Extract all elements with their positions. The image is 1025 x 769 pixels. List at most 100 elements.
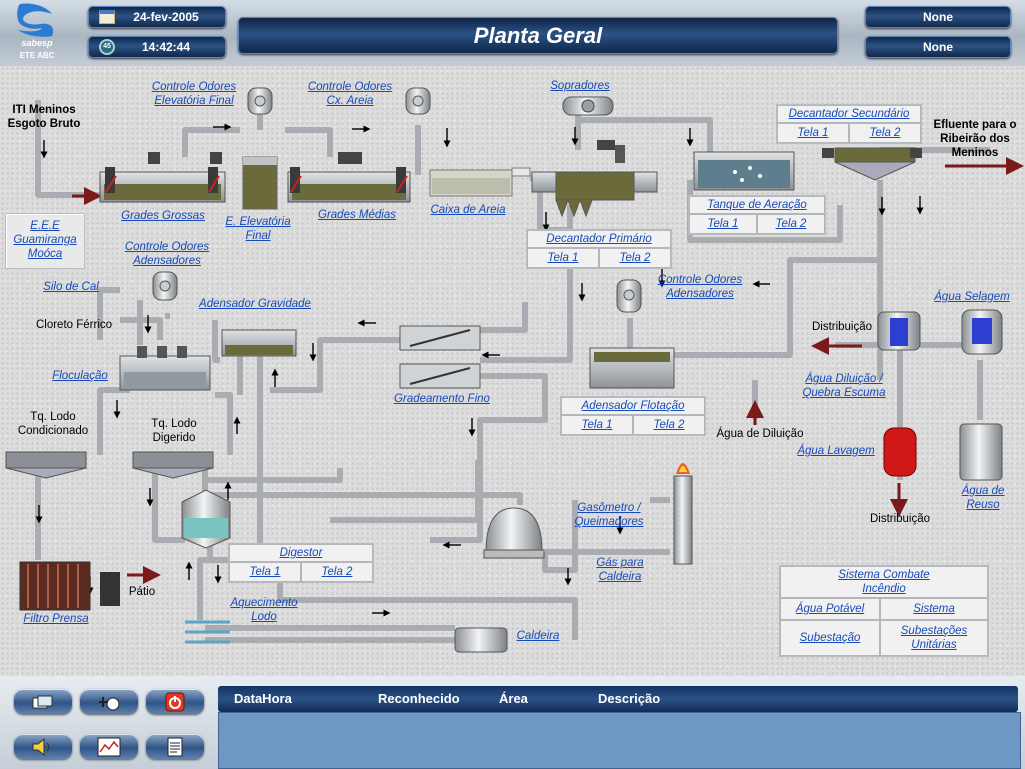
controle-odores-cx-areia-link[interactable]: Controle Odores Cx. Areia: [307, 81, 393, 107]
adensador-gravidade-icon[interactable]: [221, 329, 297, 357]
patio-label: Pátio: [128, 586, 156, 598]
filtro-prensa-link[interactable]: Filtro Prensa: [23, 613, 89, 625]
grades-medias-channel-icon[interactable]: [287, 152, 411, 203]
decantador-secundario-box: Decantador Secundário Tela 1 Tela 2: [776, 104, 922, 144]
sabesp-logo-icon: [17, 3, 54, 37]
logo-subtitle: ETE ABC: [19, 51, 55, 60]
logo-text: sabesp: [21, 38, 53, 48]
decantador-secundario-tela1[interactable]: Tela 1: [777, 123, 849, 143]
column-reconhecido[interactable]: Reconhecido: [378, 691, 460, 706]
plant-valve-button[interactable]: [80, 689, 138, 714]
adensador-flotacao-box: Adensador Flotação Tela 1 Tela 2: [560, 396, 706, 436]
agua-lavagem-link[interactable]: Água Lavagem: [797, 445, 875, 457]
subestacoes-unitarias-link[interactable]: Subestações Unitárias: [880, 620, 988, 656]
tq-lodo-digerido-icon[interactable]: [132, 451, 214, 479]
clock-icon: 45: [99, 39, 115, 55]
sistema-box: Sistema Combate Incêndio Água Potável Si…: [779, 565, 989, 657]
column-datahora[interactable]: DataHora: [234, 691, 292, 706]
adensador-flotacao-link[interactable]: Adensador Flotação: [561, 397, 705, 415]
caldeira-icon[interactable]: [454, 627, 508, 653]
digestor-tela1[interactable]: Tela 1: [229, 562, 301, 582]
eee-link[interactable]: E.E.E Guamiranga Moóca: [13, 220, 77, 260]
digestor-link[interactable]: Digestor: [229, 544, 373, 562]
floculacao-link[interactable]: Floculação: [52, 370, 108, 382]
elevatoria-final-icon[interactable]: [242, 156, 278, 210]
agua-selagem-link[interactable]: Água Selagem: [934, 291, 1010, 303]
decantador-secundario-tela2[interactable]: Tela 2: [849, 123, 921, 143]
controle-odores-adensadores-left-link[interactable]: Controle Odores Adensadores: [124, 241, 210, 267]
silo-cal-link[interactable]: Silo de Cal: [43, 281, 99, 293]
status-bottom[interactable]: None: [865, 36, 1011, 58]
aquecimento-coil-icon[interactable]: [185, 620, 230, 644]
digestor-tela2[interactable]: Tela 2: [301, 562, 373, 582]
efluente-label: Efluente para o Ribeirão dos Meninos: [933, 119, 1017, 159]
decantador-primario-tela2[interactable]: Tela 2: [599, 248, 671, 268]
tanque-aeracao-tela2[interactable]: Tela 2: [757, 214, 825, 234]
decantador-primario-box: Decantador Primário Tela 1 Tela 2: [526, 229, 672, 269]
water-pump-red-icon[interactable]: [883, 427, 917, 477]
iti-label: ITI Meninos Esgoto Bruto: [7, 104, 81, 130]
elevatoria-final-link[interactable]: E. Elevatória Final: [225, 216, 291, 242]
sound-button[interactable]: [14, 734, 72, 759]
agua-reuso-link[interactable]: Água de Reuso: [961, 485, 1005, 511]
tanque-aeracao-link[interactable]: Tanque de Aeração: [689, 196, 825, 214]
queimador-flare-icon[interactable]: [673, 463, 693, 565]
agua-selagem-tank-icon[interactable]: [961, 309, 1003, 355]
screens-button[interactable]: [14, 689, 72, 714]
adensador-flotacao-tela2[interactable]: Tela 2: [633, 415, 705, 435]
sistema-link[interactable]: Sistema: [880, 598, 988, 620]
digestor-icon[interactable]: [181, 489, 231, 549]
agua-reuso-tank-icon[interactable]: [959, 423, 1003, 481]
adensador-flotacao-icon[interactable]: [589, 347, 675, 389]
gas-caldeira-link[interactable]: Gás para Caldeira: [596, 557, 644, 583]
gasometro-dome-icon[interactable]: [483, 507, 545, 559]
alarm-table-body[interactable]: [218, 712, 1021, 769]
aquecimento-lodo-link[interactable]: Aquecimento Lodo: [230, 597, 298, 623]
tq-lodo-condicionado-icon[interactable]: [5, 451, 87, 479]
subestacao-link[interactable]: Subestação: [780, 620, 880, 656]
odor-control-tower-3-icon[interactable]: [152, 271, 178, 301]
decantador-primario-link[interactable]: Decantador Primário: [527, 230, 671, 248]
tq-lodo-condicionado-label: Tq. Lodo Condicionado: [17, 411, 89, 437]
grades-grossas-channel-icon[interactable]: [99, 152, 226, 203]
gradeamento-fino-icon[interactable]: [399, 325, 481, 389]
floculacao-tank-icon[interactable]: [119, 346, 211, 391]
caldeira-link[interactable]: Caldeira: [516, 630, 560, 642]
agua-potavel-link[interactable]: Água Potável: [780, 598, 880, 620]
power-button[interactable]: [146, 689, 204, 714]
grades-grossas-link[interactable]: Grades Grossas: [121, 210, 205, 222]
decantador-primario-icon[interactable]: [531, 140, 658, 218]
trend-chart-icon: [97, 737, 121, 756]
sopradores-link[interactable]: Sopradores: [550, 80, 610, 92]
tanque-aeracao-icon[interactable]: [693, 151, 795, 191]
filtro-prensa-icon[interactable]: [19, 561, 120, 611]
decantador-secundario-icon[interactable]: [822, 147, 922, 181]
column-area[interactable]: Área: [499, 691, 528, 706]
caixa-areia-link[interactable]: Caixa de Areia: [430, 204, 506, 216]
caixa-de-areia-icon[interactable]: [429, 167, 531, 197]
filtro-distribuicao-icon[interactable]: [877, 311, 921, 351]
decantador-primario-tela1[interactable]: Tela 1: [527, 248, 599, 268]
gasometro-link[interactable]: Gasômetro / Queimadores: [574, 502, 644, 528]
adensador-gravidade-link[interactable]: Adensador Gravidade: [199, 298, 311, 310]
agua-diluicao-quebra-link[interactable]: Água Diluição / Quebra Escuma: [802, 373, 886, 399]
sopradores-icon[interactable]: [562, 96, 614, 116]
trend-button[interactable]: [80, 734, 138, 759]
cloreto-ferrico-label: Cloreto Férrico: [35, 319, 113, 331]
screens-icon: [32, 695, 53, 708]
speaker-icon: [32, 737, 50, 756]
report-button[interactable]: [146, 734, 204, 759]
tanque-aeracao-tela1[interactable]: Tela 1: [689, 214, 757, 234]
adensador-flotacao-tela1[interactable]: Tela 1: [561, 415, 633, 435]
odor-control-tower-2-icon[interactable]: [405, 87, 431, 115]
decantador-secundario-link[interactable]: Decantador Secundário: [777, 105, 921, 123]
controle-odores-elevatoria-link[interactable]: Controle Odores Elevatória Final: [151, 81, 237, 107]
odor-control-tower-1-icon[interactable]: [247, 87, 273, 115]
gradeamento-fino-link[interactable]: Gradeamento Fino: [394, 393, 490, 405]
sistema-combate-incendio-link[interactable]: Sistema Combate Incêndio: [780, 566, 988, 598]
column-descricao[interactable]: Descrição: [598, 691, 661, 706]
status-top[interactable]: None: [865, 6, 1011, 28]
odor-control-tower-4-icon[interactable]: [616, 279, 642, 313]
controle-odores-adensadores-right-link[interactable]: Controle Odores Adensadores: [657, 274, 743, 300]
grades-medias-link[interactable]: Grades Médias: [318, 209, 396, 221]
